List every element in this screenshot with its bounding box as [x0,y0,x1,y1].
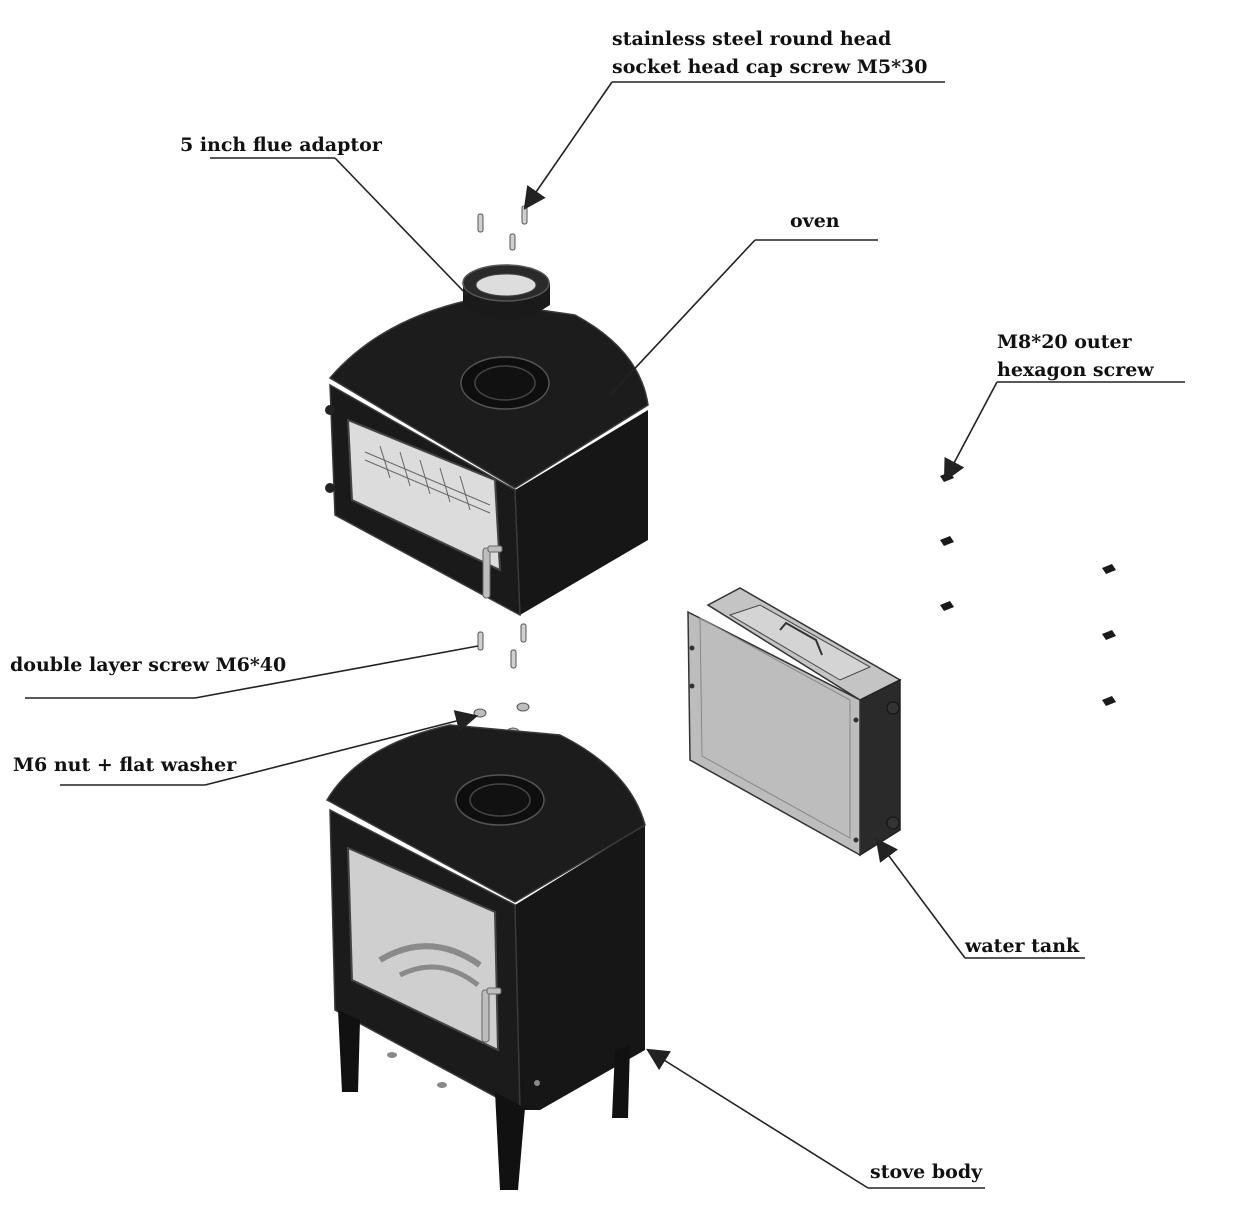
m8-hex-screws [940,472,1116,706]
label-m5-screw-line2: socket head cap screw M5*30 [612,56,928,78]
water-tank-part [687,587,902,857]
m5-screws [477,205,528,251]
label-water-tank: water tank [965,935,1080,957]
label-m8-screw-line2: hexagon screw [997,359,1154,381]
m6-double-layer-screws [477,623,527,669]
label-oven: oven [790,210,840,232]
flue-adaptor-part [462,264,550,320]
leader-lines [25,81,1185,1189]
oven-part [325,299,649,617]
label-stove-body: stove body [870,1161,983,1183]
label-double-layer-screw: double layer screw M6*40 [10,654,287,676]
label-flue-adaptor: 5 inch flue adaptor [180,134,382,156]
label-m5-screw-line1: stainless steel round head [612,28,892,50]
stove-body-part [325,724,646,1190]
label-nut-washer: M6 nut + flat washer [13,754,237,776]
label-m8-screw-line1: M8*20 outer [997,331,1132,353]
